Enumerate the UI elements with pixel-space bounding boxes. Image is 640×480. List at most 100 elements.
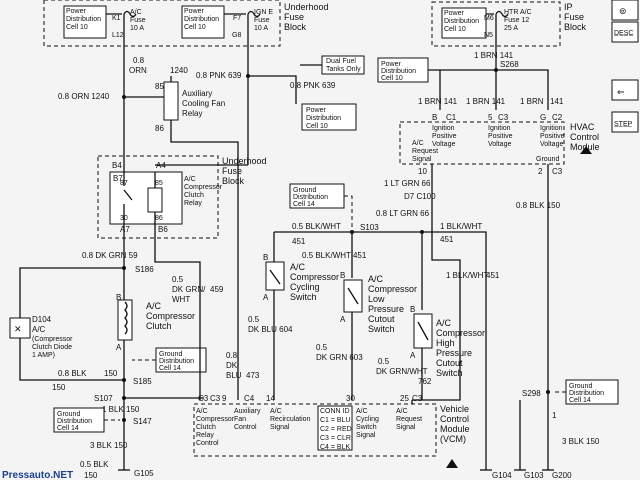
- svg-text:B: B: [263, 253, 268, 262]
- svg-text:C2 = RED: C2 = RED: [320, 426, 352, 433]
- svg-text:G103: G103: [524, 471, 544, 480]
- svg-text:Cycling: Cycling: [356, 416, 379, 423]
- svg-text:1 BRN 141: 1 BRN 141: [474, 51, 514, 60]
- svg-text:Cutout: Cutout: [436, 358, 463, 368]
- svg-text:B: B: [116, 293, 121, 302]
- svg-text:Distribution: Distribution: [569, 390, 604, 397]
- svg-text:Compressor: Compressor: [146, 311, 195, 321]
- svg-text:141: 141: [550, 97, 564, 106]
- svg-text:150: 150: [52, 383, 66, 392]
- svg-text:DK BLU 604: DK BLU 604: [248, 325, 293, 334]
- svg-text:25: 25: [400, 394, 409, 403]
- svg-text:A/C: A/C: [146, 301, 162, 311]
- svg-text:DK GRN 603: DK GRN 603: [316, 353, 363, 362]
- svg-text:Ground: Ground: [57, 411, 80, 418]
- esd-icon-vcm: [446, 459, 458, 468]
- svg-text:Auxiliary: Auxiliary: [182, 89, 212, 98]
- ac-cycling-switch: B A A/C Compressor Cycling Switch: [263, 253, 339, 302]
- ac-low-pressure-switch: B A A/C Compressor Low Pressure Cutout S…: [340, 271, 417, 334]
- svg-text:Distribution: Distribution: [381, 68, 416, 75]
- svg-text:Clutch: Clutch: [146, 321, 172, 331]
- svg-text:D̲E̲S̲C̲: D̲E̲S̲C̲: [613, 30, 634, 37]
- svg-text:Positive: Positive: [540, 133, 565, 140]
- svg-text:Fuse 12: Fuse 12: [504, 17, 529, 24]
- fuse-pin-l12: L12: [112, 32, 124, 39]
- svg-text:Cutout: Cutout: [368, 314, 395, 324]
- svg-text:0.5 BLK/WHT: 0.5 BLK/WHT: [292, 222, 341, 231]
- svg-text:BLU: BLU: [226, 371, 242, 380]
- hvac-power-wiring: 1 BRN 141 S268 Power Distribution Cell 1…: [377, 51, 564, 110]
- fuse-pin-k1: K1: [112, 15, 121, 22]
- svg-text:0.8 LT GRN 66: 0.8 LT GRN 66: [376, 209, 430, 218]
- svg-text:14: 14: [266, 394, 275, 403]
- svg-text:0.5: 0.5: [316, 343, 328, 352]
- svg-text:1 BLK/WHT: 1 BLK/WHT: [440, 222, 482, 231]
- svg-text:0.5: 0.5: [248, 315, 260, 324]
- svg-text:Module: Module: [440, 424, 470, 434]
- svg-text:D104: D104: [32, 315, 52, 324]
- back-arrow-button[interactable]: ⇐: [611, 79, 639, 101]
- svg-text:Block: Block: [284, 22, 307, 32]
- svg-text:0.5: 0.5: [378, 357, 390, 366]
- svg-text:C1: C1: [446, 113, 457, 122]
- svg-text:Control: Control: [196, 440, 219, 447]
- svg-text:1 BRN 141: 1 BRN 141: [418, 97, 458, 106]
- svg-text:0.8: 0.8: [226, 351, 238, 360]
- svg-text:Compressor: Compressor: [184, 184, 223, 191]
- svg-text:Cell 14: Cell 14: [57, 425, 79, 432]
- svg-text:C1 = BLU: C1 = BLU: [320, 417, 351, 424]
- svg-text:Ignition: Ignition: [540, 125, 563, 132]
- svg-text:Relay: Relay: [196, 432, 214, 439]
- svg-text:Fuse: Fuse: [222, 166, 242, 176]
- svg-text:S103: S103: [360, 223, 379, 232]
- svg-text:B: B: [410, 305, 415, 314]
- svg-text:Voltage: Voltage: [540, 141, 563, 148]
- relay-label: A/C: [184, 176, 196, 183]
- zoom-button[interactable]: ⊚: [611, 0, 639, 21]
- svg-text:Fuse: Fuse: [254, 17, 270, 24]
- ip-fuse-pin-n5: N5: [484, 32, 493, 39]
- svg-text:High: High: [436, 338, 455, 348]
- svg-text:Recirculation: Recirculation: [270, 416, 311, 423]
- svg-text:Fuse: Fuse: [564, 12, 584, 22]
- svg-text:G: G: [540, 113, 546, 122]
- svg-text:2: 2: [538, 167, 543, 176]
- svg-text:0.5: 0.5: [172, 275, 184, 284]
- svg-text:S185: S185: [133, 377, 152, 386]
- svg-text:Clutch Diode: Clutch Diode: [32, 344, 72, 351]
- svg-text:Module: Module: [570, 142, 600, 152]
- svg-text:Fuse: Fuse: [284, 12, 304, 22]
- fuse-pin-f7: F7: [233, 15, 241, 22]
- underhood-fuse-block-relay: B4 A4 B7 A7 B6 30 87 85 86 A/C Compresso…: [97, 155, 267, 250]
- step-button[interactable]: S̲T̲E̲P̲: [611, 111, 639, 133]
- svg-text:Signal: Signal: [412, 156, 432, 163]
- svg-text:Auxiliary: Auxiliary: [234, 408, 261, 415]
- svg-text:1240: 1240: [170, 66, 188, 75]
- ip-fuse-block-title: IP: [564, 2, 573, 12]
- ac-compressor-clutch: B A A/C Compressor Clutch: [116, 293, 195, 470]
- desc-button[interactable]: D̲E̲S̲C̲: [611, 21, 639, 43]
- watermark: Pressauto.NET: [2, 470, 73, 480]
- svg-text:B: B: [432, 113, 437, 122]
- svg-text:25 A: 25 A: [504, 25, 518, 32]
- svg-text:C3: C3: [412, 394, 423, 403]
- svg-text:3 BLK 150: 3 BLK 150: [562, 437, 600, 446]
- svg-text:Relay: Relay: [182, 109, 202, 118]
- svg-text:Ignition: Ignition: [488, 125, 511, 132]
- svg-text:Compressor: Compressor: [290, 272, 339, 282]
- svg-text:G200: G200: [552, 471, 572, 480]
- svg-text:1 BRN: 1 BRN: [520, 97, 544, 106]
- svg-text:9: 9: [222, 394, 227, 403]
- svg-text:C3: C3: [552, 167, 563, 176]
- svg-text:C3: C3: [210, 394, 221, 403]
- svg-text:86: 86: [155, 215, 163, 222]
- svg-text:Cell 10: Cell 10: [381, 75, 403, 82]
- svg-text:Distribution: Distribution: [57, 418, 92, 425]
- svg-text:451: 451: [486, 271, 500, 280]
- d104-diode: ✕ D104 A/C (Compressor Clutch Diode 1 AM…: [9, 315, 73, 359]
- svg-text:0.8 BLK 150: 0.8 BLK 150: [516, 201, 561, 210]
- svg-text:Positive: Positive: [488, 133, 513, 140]
- svg-text:639: 639: [322, 81, 336, 90]
- svg-text:A/C: A/C: [270, 408, 282, 415]
- svg-text:S186: S186: [135, 265, 154, 274]
